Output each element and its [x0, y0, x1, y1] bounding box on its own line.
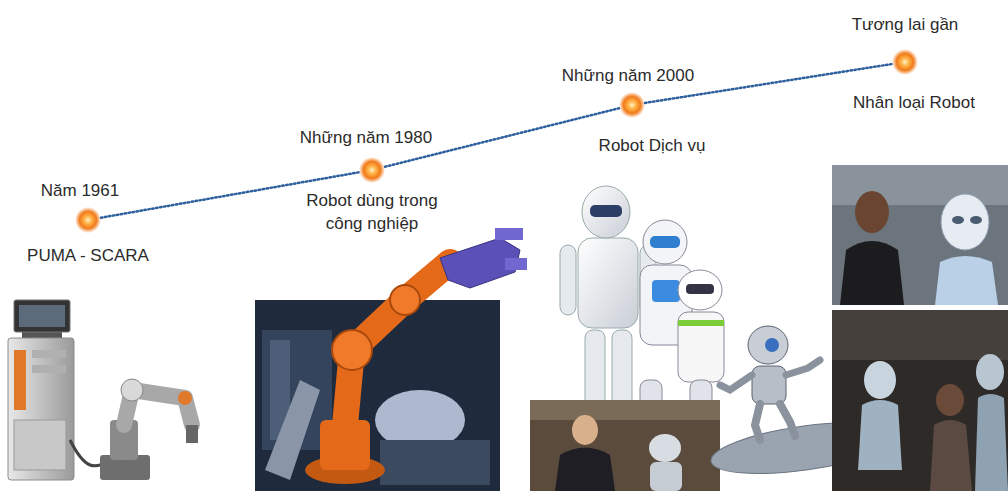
glow-dot	[892, 49, 918, 75]
period-heading: Năm 1961	[41, 180, 119, 203]
glow-dot	[75, 207, 101, 233]
humanoid-robot-picture	[832, 165, 1008, 491]
period-heading: Tương lai gần	[852, 14, 959, 37]
glow-dot	[892, 49, 918, 75]
period-heading: Những năm 2000	[562, 65, 694, 88]
glow-dot	[359, 157, 385, 183]
period-label: PUMA - SCARA	[27, 245, 149, 268]
timeline-point: Những năm 1980Robot dùng trong công nghi…	[359, 157, 385, 183]
period-label: Robot Dịch vụ	[599, 135, 706, 158]
puma-robot-picture	[8, 300, 198, 480]
glow-dot	[619, 92, 645, 118]
timeline-point: Những năm 2000Robot Dịch vụ	[619, 92, 645, 118]
timeline-point: Năm 1961PUMA - SCARA	[75, 207, 101, 233]
period-label: Nhân loại Robot	[853, 92, 975, 115]
period-heading: Những năm 1980	[300, 127, 432, 150]
industrial-robot-picture	[255, 228, 527, 491]
glow-dot	[359, 157, 385, 183]
period-label: Robot dùng trong công nghiệp	[290, 190, 455, 236]
glow-dot	[75, 207, 101, 233]
glow-dot	[619, 92, 645, 118]
timeline-point: Tương lai gầnNhân loại Robot	[892, 49, 918, 75]
